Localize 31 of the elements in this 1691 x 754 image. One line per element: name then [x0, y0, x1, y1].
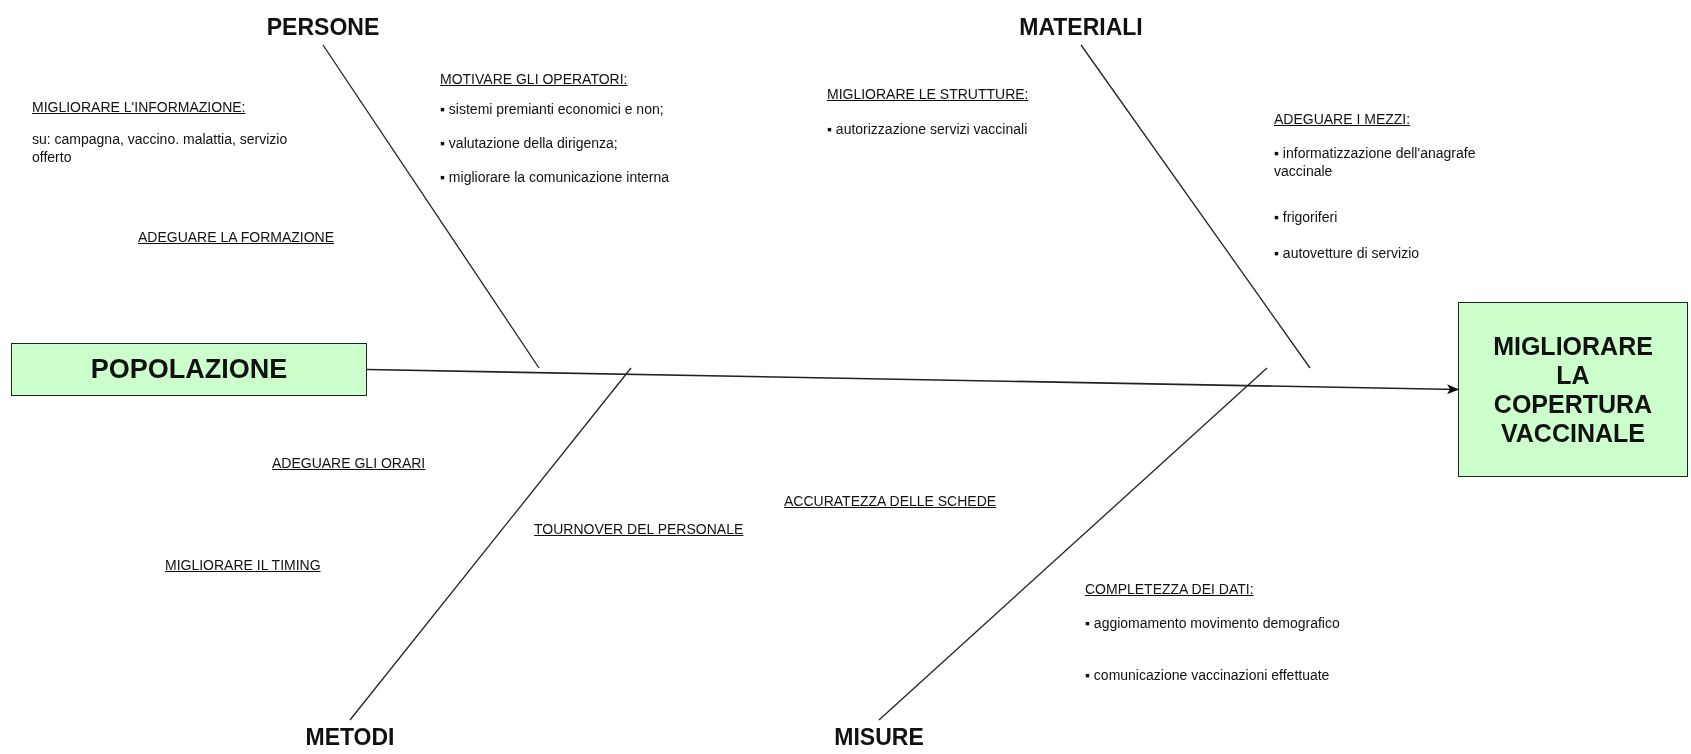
cause-note: ▪ valutazione della dirigenza; — [440, 134, 618, 152]
spine-arrow — [366, 368, 1459, 395]
cause-heading: COMPLETEZZA DEI DATI: — [1085, 580, 1254, 598]
bone-line — [1080, 44, 1311, 369]
bone-line — [322, 44, 540, 369]
cause-heading: ADEGUARE GLI ORARI — [272, 454, 426, 472]
cause-box: POPOLAZIONE — [11, 343, 367, 396]
cause-heading: MIGLIORARE IL TIMING — [165, 556, 321, 574]
category-label: MATERIALI — [1019, 14, 1143, 41]
cause-heading: MIGLIORARE LE STRUTTURE: — [827, 85, 1029, 103]
cause-note: ▪ aggiomamento movimento demografico — [1085, 614, 1341, 632]
cause-note: su: campagna, vaccino. malattia, servizio offerto — [32, 130, 289, 166]
cause-note: ▪ autorizzazione servizi vaccinali — [827, 120, 1028, 138]
cause-heading: TOURNOVER DEL PERSONALE — [534, 520, 744, 538]
effect-box: MIGLIORARE LA COPERTURA VACCINALE — [1458, 302, 1688, 477]
cause-heading: ADEGUARE LA FORMAZIONE — [138, 228, 335, 246]
bone-line — [349, 367, 632, 721]
category-label: MISURE — [834, 724, 924, 751]
cause-heading: MIGLIORARE L'INFORMAZIONE: — [32, 98, 246, 116]
bone-line — [878, 367, 1268, 721]
cause-note: ▪ autovetture di servizio — [1274, 244, 1420, 262]
cause-note: ▪ sistemi premianti economici e non; — [440, 100, 664, 118]
cause-heading: ACCURATEZZA DELLE SCHEDE — [784, 492, 997, 510]
cause-note: ▪ frigoriferi — [1274, 208, 1338, 226]
category-label: METODI — [305, 724, 395, 751]
cause-note: ▪ comunicazione vaccinazioni effettuate — [1085, 666, 1331, 684]
cause-note: ▪ migliorare la comunicazione interna — [440, 168, 670, 186]
cause-heading: MOTIVARE GLI OPERATORI: — [440, 70, 628, 88]
category-label: PERSONE — [266, 14, 380, 41]
cause-heading: ADEGUARE I MEZZI: — [1274, 110, 1411, 128]
cause-note: ▪ informatizzazione dell'anagrafe vaccinale — [1274, 144, 1477, 180]
